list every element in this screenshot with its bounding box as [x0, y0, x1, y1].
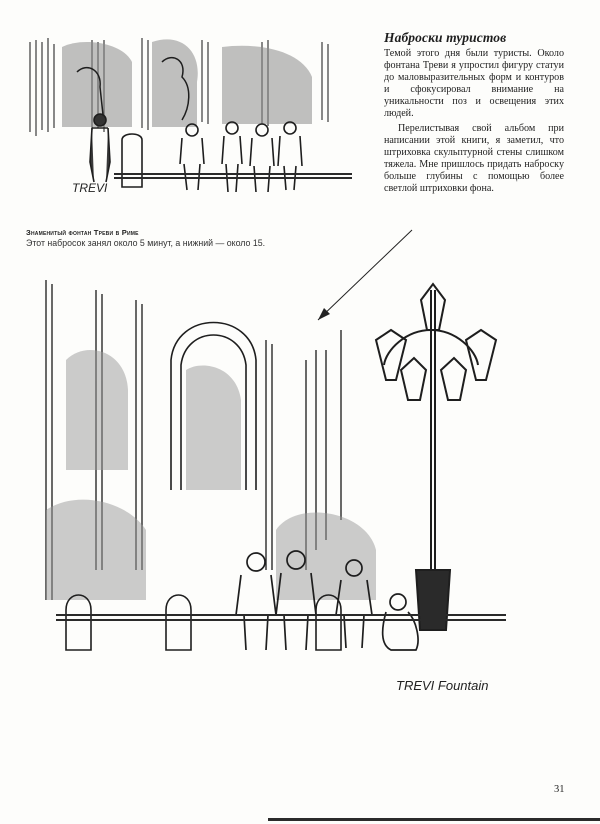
bollards	[65, 594, 342, 651]
tourist-figures	[89, 113, 303, 193]
tourist-figures	[235, 550, 419, 651]
article-title: Наброски туристов	[384, 30, 507, 45]
top-sketch: TREVI	[29, 38, 352, 195]
article: Наброски туристов Темой этого дня были т…	[384, 30, 564, 195]
caption-text: Этот набросок занял около 5 минут, а ниж…	[26, 238, 266, 248]
lamp-post	[374, 282, 498, 631]
bottom-sketch: TREVI Fountain	[45, 280, 506, 693]
facade-columns	[45, 280, 342, 600]
railing	[114, 173, 352, 179]
statue-figure	[76, 56, 190, 125]
sculpture-shapes	[62, 39, 312, 127]
caption-title: Знаменитый фонтан Треви в Риме	[26, 228, 139, 237]
top-sketch-signature: TREVI	[72, 181, 108, 195]
footer-rule	[268, 818, 600, 821]
railing	[56, 614, 506, 621]
article-paragraph: Темой этого дня были туристы. Около фонт…	[384, 48, 564, 120]
sculpture-shading	[46, 350, 376, 600]
page-number: 31	[554, 784, 565, 795]
article-paragraph: Перелистывая свой альбом при написании э…	[384, 122, 564, 195]
figure-caption: Знаменитый фонтан Треви в Риме Этот набр…	[26, 228, 356, 248]
arch	[170, 321, 257, 490]
bottom-sketch-signature: TREVI Fountain	[396, 678, 489, 693]
